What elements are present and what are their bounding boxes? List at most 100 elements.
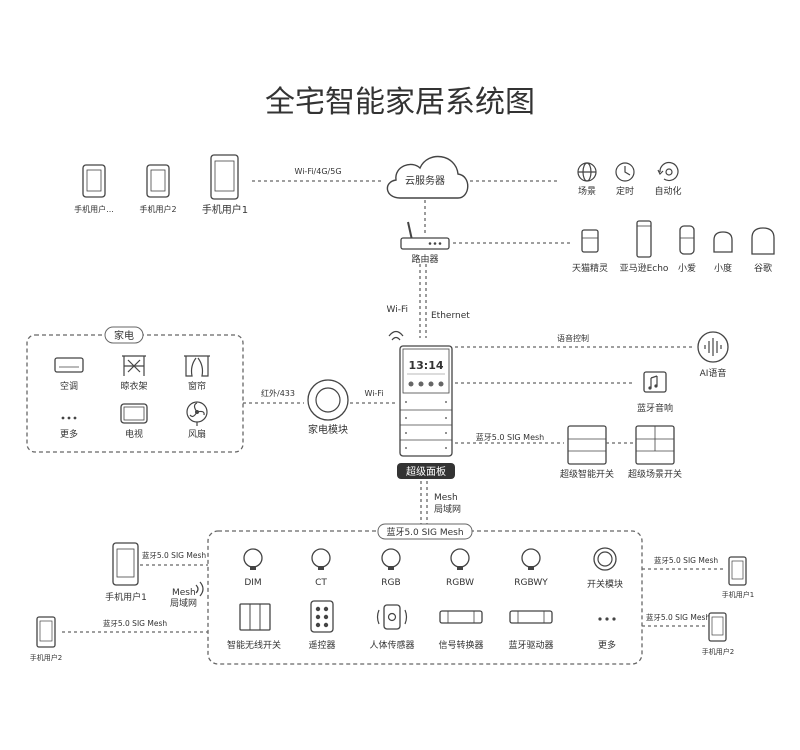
- more-icon: [61, 416, 77, 420]
- speaker-xiaoai-label: 小爱: [678, 263, 696, 274]
- mesh-more-label: 更多: [598, 639, 616, 651]
- bottom-left-mesh-text-1: Mesh: [172, 588, 196, 598]
- bulb-dim-label: DIM: [244, 578, 261, 588]
- bottom-right-mesh-label-2: 蓝牙5.0 SIG Mesh: [646, 612, 710, 622]
- ring-icon: [593, 547, 617, 571]
- bulb-icon: [381, 548, 401, 570]
- speaker-google-label: 谷歌: [754, 262, 772, 274]
- bottom-left-phone-1-label: 手机用户1: [105, 591, 147, 603]
- more-icon: [598, 617, 616, 621]
- bottom-left-mesh-label-2: 蓝牙5.0 SIG Mesh: [103, 618, 167, 628]
- bottom-left-phone-1: 手机用户1: [105, 542, 147, 603]
- cloud-server: 云服务器: [386, 155, 469, 199]
- super-panel-badge: [397, 463, 455, 479]
- tv-icon: [120, 403, 148, 424]
- clock-icon: [615, 162, 635, 182]
- remote-control-label: 遥控器: [308, 639, 335, 651]
- appliance-air-conditioner: 空调: [54, 357, 84, 392]
- bottom-left-mesh-label-1: 蓝牙5.0 SIG Mesh: [142, 550, 206, 560]
- switch-module: 开关模块: [587, 547, 623, 590]
- phone-user-2: 手机用户2: [139, 164, 177, 214]
- triple-switch-icon: [239, 603, 271, 631]
- bluetooth-speaker-label: 蓝牙音响: [637, 402, 673, 414]
- wireless-switch-label: 智能无线开关: [227, 639, 281, 651]
- router: 路由器: [400, 221, 450, 265]
- feature-scene-label: 场景: [578, 186, 596, 197]
- bulb-icon: [311, 548, 331, 570]
- phone-user-3-label: 手机用户...: [74, 204, 114, 214]
- bulb-rgbw: RGBW: [446, 548, 474, 588]
- bulb-ct-label: CT: [315, 578, 327, 588]
- speaker-echo-label: 亚马逊Echo: [620, 263, 669, 274]
- signal-converter: 信号转换器: [438, 610, 484, 651]
- bottom-right-phone-1: 手机用户1: [722, 556, 754, 599]
- body-sensor: 人体传感器: [369, 604, 415, 651]
- super-smart-switch: 超级智能开关: [560, 425, 614, 480]
- ir-433-label: 红外/433: [261, 388, 295, 398]
- bulb-dim: DIM: [243, 548, 263, 588]
- speaker-tmall-label: 天猫精灵: [572, 262, 608, 274]
- cloud-server-label: 云服务器: [405, 174, 445, 187]
- switch-module-label: 开关模块: [587, 578, 623, 590]
- appliance-tv-label: 电视: [125, 428, 143, 440]
- super-panel: 13:14: [388, 330, 453, 457]
- fan-icon: [186, 401, 208, 426]
- router-label: 路由器: [411, 253, 438, 265]
- speaker-google: 谷歌: [751, 227, 775, 274]
- speaker-xiaodu: 小度: [713, 231, 733, 274]
- bluetooth-speaker: 蓝牙音响: [637, 371, 673, 414]
- mesh-link-label-1: Mesh: [434, 493, 458, 503]
- air-conditioner-icon: [54, 357, 84, 373]
- panel-time: 13:14: [408, 359, 443, 372]
- phone-user-3: 手机用户...: [74, 164, 114, 214]
- appliance-fan-label: 风扇: [188, 428, 206, 440]
- wireless-switch: 智能无线开关: [227, 603, 281, 651]
- mesh-group-title: 蓝牙5.0 SIG Mesh: [386, 526, 463, 538]
- appliance-curtain: 窗帘: [184, 355, 210, 392]
- bottom-right-phone-1-label: 手机用户1: [722, 590, 754, 599]
- voice-control-label: 语音控制: [557, 333, 589, 343]
- converter-icon: [439, 610, 483, 624]
- feature-automation-label: 自动化: [654, 185, 681, 197]
- appliance-clothes-rack: 晾衣架: [120, 355, 148, 392]
- voice-wave-icon: [704, 338, 722, 356]
- body-sensor-label: 人体传感器: [369, 639, 414, 651]
- appliance-tv: 电视: [120, 403, 148, 440]
- appliance-curtain-label: 窗帘: [188, 380, 206, 392]
- curtain-icon: [184, 355, 210, 377]
- super-scene-switch-label: 超级场景开关: [628, 468, 682, 480]
- automation-icon: [657, 161, 679, 182]
- bottom-left-phone-2-label: 手机用户2: [30, 653, 62, 662]
- globe-icon: [577, 162, 597, 182]
- bottom-right-mesh-label-1: 蓝牙5.0 SIG Mesh: [654, 555, 718, 565]
- super-scene-switch: 超级场景开关: [628, 425, 682, 480]
- super-smart-switch-label: 超级智能开关: [560, 468, 614, 480]
- motion-sensor-icon: [376, 604, 408, 630]
- clothes-rack-icon: [122, 355, 146, 376]
- page-title: 全宅智能家居系统图: [265, 85, 535, 120]
- feature-automation: 自动化: [654, 161, 682, 197]
- bottom-right-phone-2: 手机用户2: [702, 612, 734, 656]
- bulb-rgb-label: RGB: [381, 578, 400, 588]
- appliance-clothes-rack-label: 晾衣架: [120, 380, 147, 392]
- cloud-link-label: Wi-Fi/4G/5G: [294, 167, 341, 176]
- switches-link-label: 蓝牙5.0 SIG Mesh: [476, 432, 545, 442]
- router-wifi-label: Wi-Fi: [387, 305, 408, 315]
- module-wifi-label: Wi-Fi: [364, 389, 383, 398]
- speaker-tmall: 天猫精灵: [572, 229, 608, 274]
- feature-scene: 场景: [577, 162, 597, 197]
- super-panel-label: 超级面板: [406, 465, 446, 478]
- router-ethernet-label: Ethernet: [431, 311, 470, 321]
- signal-converter-label: 信号转换器: [438, 639, 483, 651]
- bluetooth-driver: 蓝牙驱动器: [508, 610, 554, 651]
- appliance-module-label: 家电模块: [308, 423, 348, 436]
- music-note-icon: [648, 375, 658, 390]
- bottom-left-mesh-text-2: 局域网: [170, 597, 197, 609]
- feature-timer: 定时: [615, 162, 635, 197]
- bulb-rgb: RGB: [381, 548, 401, 588]
- appliances-title: 家电: [114, 329, 134, 342]
- bulb-icon: [450, 548, 470, 570]
- bottom-left-phone-2: 手机用户2: [30, 616, 62, 662]
- cloud-icon: [386, 155, 469, 199]
- ai-voice: AI语音: [697, 331, 729, 379]
